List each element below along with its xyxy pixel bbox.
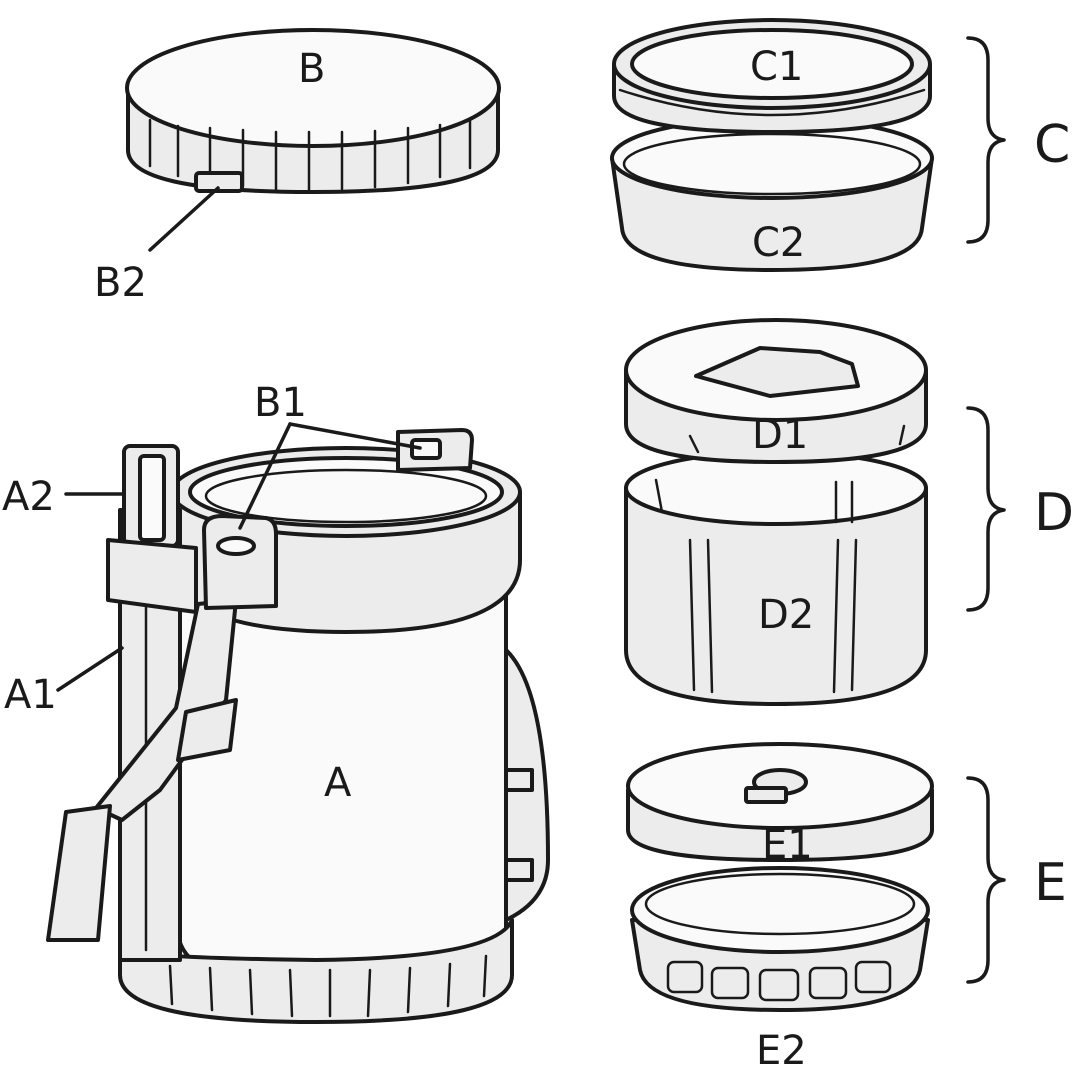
label-b1: B1 <box>254 380 307 426</box>
part-b-lid <box>125 28 501 252</box>
label-d2: D2 <box>758 592 814 638</box>
part-a-jar <box>46 422 550 1024</box>
part-c <box>610 18 934 272</box>
label-c: C <box>1034 115 1070 175</box>
label-c1: C1 <box>750 44 803 90</box>
bracket-c <box>966 36 1006 244</box>
lid-tab <box>194 171 244 193</box>
leader-b1-rear <box>288 422 422 450</box>
part-e <box>626 742 934 1012</box>
label-a1: A1 <box>4 672 57 718</box>
label-d1: D1 <box>752 412 808 458</box>
label-e1: E1 <box>762 822 813 868</box>
label-d: D <box>1034 483 1074 543</box>
leader-b2 <box>148 186 220 252</box>
label-e: E <box>1034 853 1067 913</box>
bracket-d <box>966 406 1006 612</box>
label-c2: C2 <box>752 220 805 266</box>
label-a: A <box>324 760 352 806</box>
bracket-e <box>966 776 1006 984</box>
label-b2: B2 <box>94 260 147 306</box>
label-a2: A2 <box>2 474 55 520</box>
leader-a1 <box>56 646 124 692</box>
label-b: B <box>298 46 325 92</box>
leader-b1-front <box>238 422 292 530</box>
part-d <box>624 318 928 706</box>
label-e2: E2 <box>756 1028 807 1074</box>
